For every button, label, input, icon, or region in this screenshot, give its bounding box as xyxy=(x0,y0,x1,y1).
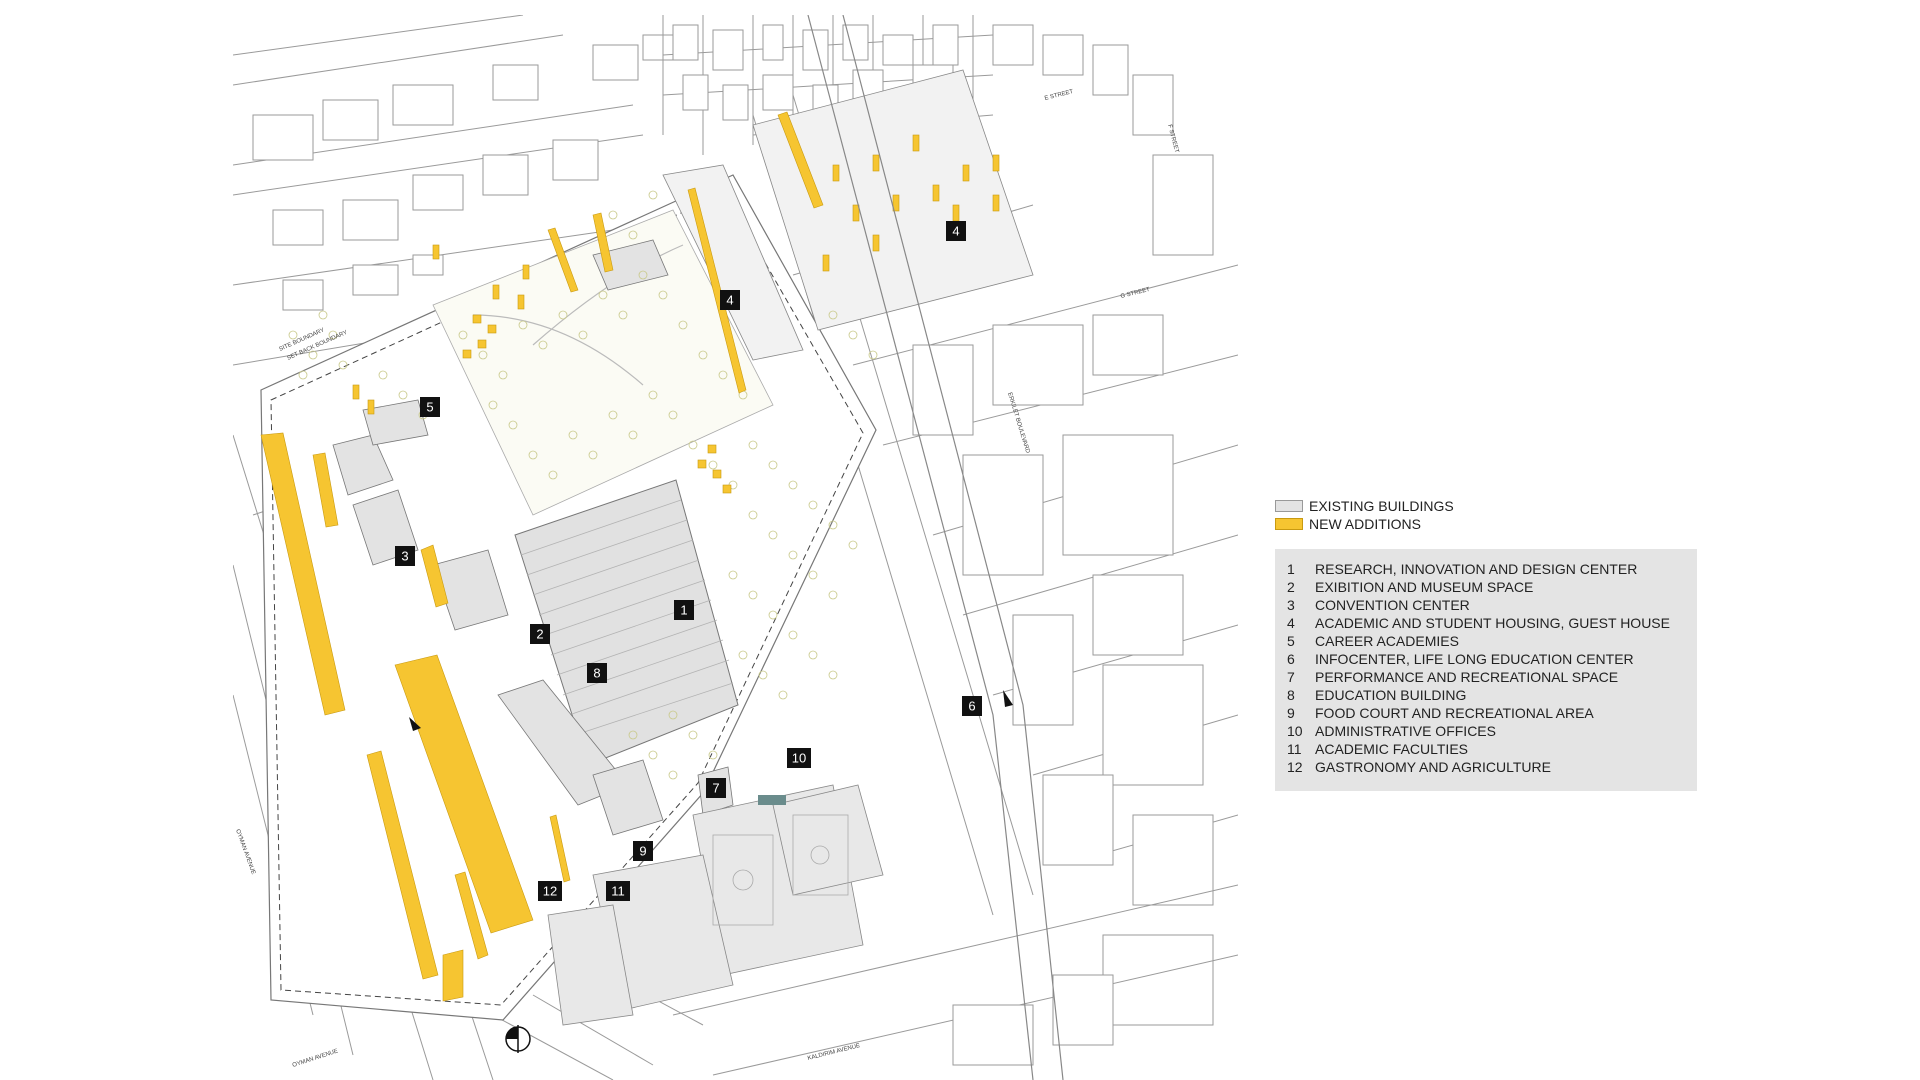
legend-item-label: CAREER ACADEMIES xyxy=(1315,633,1459,649)
existing-label: EXISTING BUILDINGS xyxy=(1309,498,1454,514)
badge-3: 3 xyxy=(395,546,415,566)
entrance-arrow-east xyxy=(1003,690,1013,707)
legend-item-label: EXIBITION AND MUSEUM SPACE xyxy=(1315,579,1534,595)
legend-item-number: 5 xyxy=(1287,633,1295,649)
svg-text:3: 3 xyxy=(401,549,408,564)
svg-text:11: 11 xyxy=(611,884,625,899)
svg-text:8: 8 xyxy=(593,666,600,681)
legend-item: 8 EDUCATION BUILDING xyxy=(1287,687,1697,705)
legend-item: 3 CONVENTION CENTER xyxy=(1287,597,1697,615)
legend-item: 9 FOOD COURT AND RECREATIONAL AREA xyxy=(1287,705,1697,723)
legend-item-number: 9 xyxy=(1287,705,1295,721)
site-plan-drawing: SITE BOUNDARY SET BACK BOUNDARY ERKILET … xyxy=(233,15,1238,1080)
legend-item-number: 11 xyxy=(1287,741,1302,757)
legend-item-label: EDUCATION BUILDING xyxy=(1315,687,1467,703)
legend-item-label: ACADEMIC AND STUDENT HOUSING, GUEST HOUS… xyxy=(1315,615,1670,631)
oyman-label-2: OYMAN AVENUE xyxy=(292,1048,339,1068)
badge-7: 7 xyxy=(706,778,726,798)
north-park xyxy=(432,209,774,516)
new-label: NEW ADDITIONS xyxy=(1309,516,1422,532)
badge-1: 1 xyxy=(674,600,694,620)
legend-item-number: 6 xyxy=(1287,651,1295,667)
svg-text:4: 4 xyxy=(726,293,733,308)
legend-item-number: 12 xyxy=(1287,759,1303,775)
svg-text:5: 5 xyxy=(426,400,433,415)
legend-item-number: 4 xyxy=(1287,615,1295,631)
legend-item: 12 GASTRONOMY AND AGRICULTURE xyxy=(1287,759,1697,777)
legend-item-label: GASTRONOMY AND AGRICULTURE xyxy=(1315,759,1551,775)
legend-item: 2 EXIBITION AND MUSEUM SPACE xyxy=(1287,579,1697,597)
legend-item-label: RESEARCH, INNOVATION AND DESIGN CENTER xyxy=(1315,561,1638,577)
legend-item-number: 10 xyxy=(1287,723,1303,739)
legend-item: 5 CAREER ACADEMIES xyxy=(1287,633,1697,651)
badge-5: 5 xyxy=(420,397,440,417)
badge-4-housing: 4 xyxy=(946,221,966,241)
building-1-hall xyxy=(514,479,739,766)
legend-item-number: 7 xyxy=(1287,669,1295,685)
north-arrow-icon xyxy=(505,1025,531,1053)
street-g-label: G STREET xyxy=(1120,287,1151,300)
badge-8: 8 xyxy=(587,663,607,683)
svg-text:10: 10 xyxy=(792,751,806,766)
legend-item: 10 ADMINISTRATIVE OFFICES xyxy=(1287,723,1697,741)
legend-item: 1 RESEARCH, INNOVATION AND DESIGN CENTER xyxy=(1287,561,1697,579)
trees xyxy=(288,190,878,780)
legend-item: 4 ACADEMIC AND STUDENT HOUSING, GUEST HOU… xyxy=(1287,615,1697,633)
svg-text:1: 1 xyxy=(680,603,687,618)
setback-boundary-line xyxy=(270,192,864,1006)
badge-10: 10 xyxy=(787,748,811,768)
oyman-label-1: OYMAN AVENUE xyxy=(234,829,256,876)
existing-buildings xyxy=(332,239,734,836)
legend-item-label: PERFORMANCE AND RECREATIONAL SPACE xyxy=(1315,669,1619,685)
legend-item: 11 ACADEMIC FACULTIES xyxy=(1287,741,1697,759)
kaldirim-label: KALDIRIM AVENUE xyxy=(807,1043,861,1062)
badge-4-campus: 4 xyxy=(720,290,740,310)
badge-11: 11 xyxy=(606,881,630,901)
legend-item-number: 2 xyxy=(1287,579,1295,595)
legend-item-number: 8 xyxy=(1287,687,1295,703)
program-legend: 1 RESEARCH, INNOVATION AND DESIGN CENTER 2… xyxy=(1275,549,1697,791)
svg-text:9: 9 xyxy=(639,844,646,859)
legend-item-label: ACADEMIC FACULTIES xyxy=(1315,741,1468,757)
street-f-label: F STREET xyxy=(1166,124,1179,154)
badge-2: 2 xyxy=(530,624,550,644)
badge-12: 12 xyxy=(538,881,562,901)
svg-text:7: 7 xyxy=(712,781,719,796)
site-plan-map: SITE BOUNDARY SET BACK BOUNDARY ERKILET … xyxy=(233,15,1238,1080)
legend-item-number: 1 xyxy=(1287,561,1295,577)
legend-existing: EXISTING BUILDINGS xyxy=(1275,497,1495,515)
entrance-arrow-west xyxy=(409,717,421,731)
svg-text:12: 12 xyxy=(543,884,557,899)
existing-swatch xyxy=(1275,500,1303,512)
badge-6: 6 xyxy=(962,696,982,716)
svg-text:6: 6 xyxy=(968,699,975,714)
new-swatch xyxy=(1275,518,1303,530)
svg-text:2: 2 xyxy=(536,627,543,642)
legend-item-label: ADMINISTRATIVE OFFICES xyxy=(1315,723,1496,739)
legend-symbols: EXISTING BUILDINGS NEW ADDITIONS xyxy=(1275,497,1495,533)
svg-text:4: 4 xyxy=(952,224,959,239)
badge-9: 9 xyxy=(633,841,653,861)
legend-item-label: INFOCENTER, LIFE LONG EDUCATION CENTER xyxy=(1315,651,1634,667)
legend-item-number: 3 xyxy=(1287,597,1295,613)
legend-item: 6 INFOCENTER, LIFE LONG EDUCATION CENTER xyxy=(1287,651,1697,669)
new-additions xyxy=(260,111,1000,1002)
legend-new: NEW ADDITIONS xyxy=(1275,515,1495,533)
street-e-label: E STREET xyxy=(1044,89,1074,102)
legend-item-label: FOOD COURT AND RECREATIONAL AREA xyxy=(1315,705,1594,721)
legend-item-label: CONVENTION CENTER xyxy=(1315,597,1470,613)
legend-item: 7 PERFORMANCE AND RECREATIONAL SPACE xyxy=(1287,669,1697,687)
